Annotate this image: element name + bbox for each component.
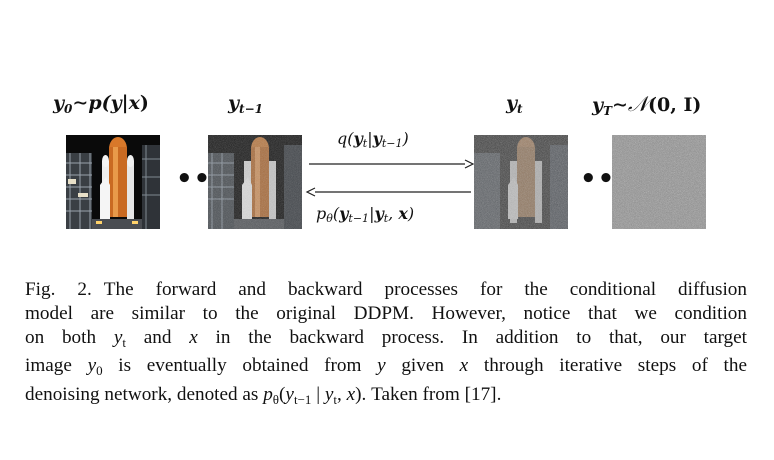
math-variable: y (113, 326, 123, 348)
math-subscript: t−1 (293, 392, 312, 408)
label-y0: y0∼p(y|x) (53, 92, 149, 116)
image-yt-noisier (474, 135, 568, 229)
math-variable: y (87, 355, 97, 377)
caption-line-4: image y0 is eventually obtained from y g… (25, 355, 747, 379)
caption-line-2: model are similar to the original DDPM. … (25, 302, 747, 324)
math-variable: x (459, 355, 469, 377)
image-yt-minus-1-noisy (208, 135, 302, 229)
caption-line-1: Fig. 2.The forward and backward processe… (25, 279, 747, 300)
math-subscript: t (333, 392, 337, 408)
image-yT-pure-noise (612, 135, 706, 229)
math-variable: p (263, 384, 273, 406)
backward-process-label: pθ(yt−1|yt, x) (316, 204, 415, 225)
label-yt-minus-1: yt−1 (228, 92, 263, 116)
ellipsis-left: •• (176, 164, 212, 194)
label-yT: yT∼𝒩(0, I) (592, 92, 702, 118)
caption-line-3: on both yt and x in the backward process… (25, 326, 747, 350)
transition-arrows (305, 159, 475, 197)
forward-process-label: q(yt|yt−1) (337, 129, 409, 150)
figure-caption: Fig. 2.The forward and backward processe… (25, 278, 747, 412)
image-y0-clean (66, 135, 160, 229)
math-subscript: 0 (96, 363, 103, 379)
caption-line-5: denoising network, denoted as pθ(yt−1 | … (25, 384, 502, 408)
label-yt: yt (506, 92, 523, 116)
ellipsis-right: •• (580, 164, 616, 194)
math-variable: y (324, 384, 334, 406)
math-variable: y (285, 384, 294, 406)
math-subscript: θ (272, 392, 280, 408)
math-variable: y (377, 355, 386, 377)
math-subscript: t (122, 334, 126, 350)
math-variable: x (346, 384, 356, 406)
math-variable: x (189, 326, 198, 348)
